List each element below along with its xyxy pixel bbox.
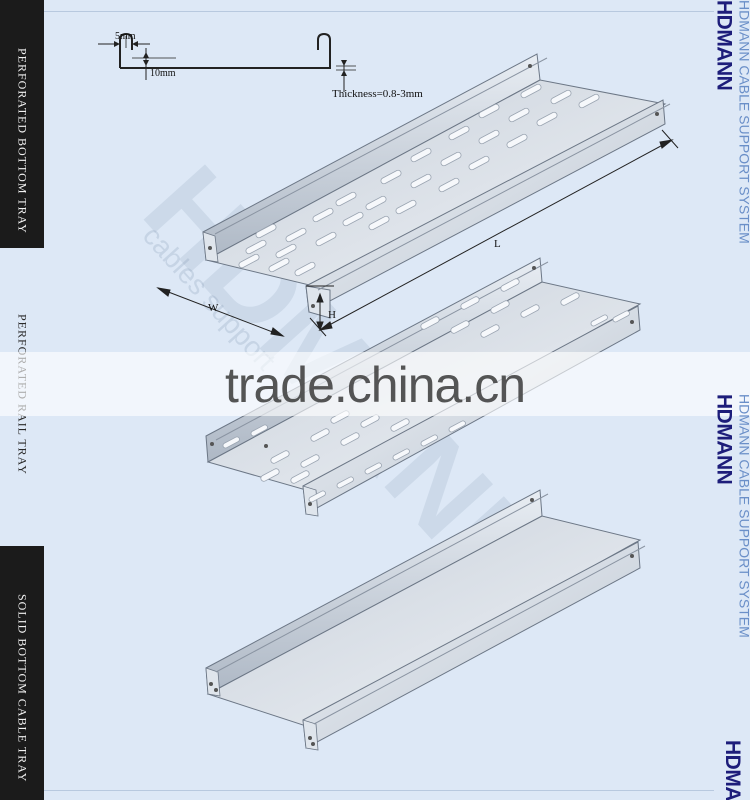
brand-logo: HDMANN [714,394,736,485]
profile-cross-section [98,32,356,92]
brand-logo: HDMANN [714,0,736,91]
watermark-band [0,352,750,416]
sidebar-section-label: SOLID BOTTOM CABLE TRAY [15,594,30,783]
brand-strip: HDMANN HDMANN CABLE SUPPORT SYSTEM HDMAN… [714,0,750,800]
dim-width-label: W [208,302,219,314]
perforation-slots-tray2 [222,278,630,503]
sidebar-section-label: PERFORATED BOTTOM TRAY [15,48,30,234]
watermark-text: trade.china.cn [224,357,526,413]
sidebar-section-perforated-bottom[interactable]: PERFORATED BOTTOM TRAY [0,0,44,248]
bottom-rule [44,790,714,791]
brand-tagline: HDMANN CABLE SUPPORT SYSTEM [736,0,750,244]
tray1-dimension-lines [156,129,679,337]
profile-thickness-label: Thickness=0.8-3mm [332,88,423,100]
brand-tagline: HDMANN CABLE SUPPORT SYSTEM [736,394,750,638]
profile-dim-10mm: 10mm [150,68,176,79]
profile-dim-5mm: 5mm [115,31,136,42]
dim-length-label: L [494,238,501,250]
product-type-sidebar: PERFORATED BOTTOM TRAY PERFORATED RAIL T… [0,0,44,800]
brand-block-top: HDMANN HDMANN CABLE SUPPORT SYSTEM [714,0,750,370]
sidebar-section-solid-bottom[interactable]: SOLID BOTTOM CABLE TRAY [0,546,44,800]
top-rule [44,11,714,12]
brand-block-bottom: HDMANN HDMANN CABLE SUPPORT SYSTEM [714,394,750,794]
solid-bottom-tray [205,489,646,751]
brand-logo: HDMANN [721,740,744,800]
brand-block-tail: HDMANN [714,740,750,800]
dim-height-label: H [328,309,336,321]
perforation-slots-tray1 [238,83,600,277]
perforated-bottom-tray [202,53,671,319]
